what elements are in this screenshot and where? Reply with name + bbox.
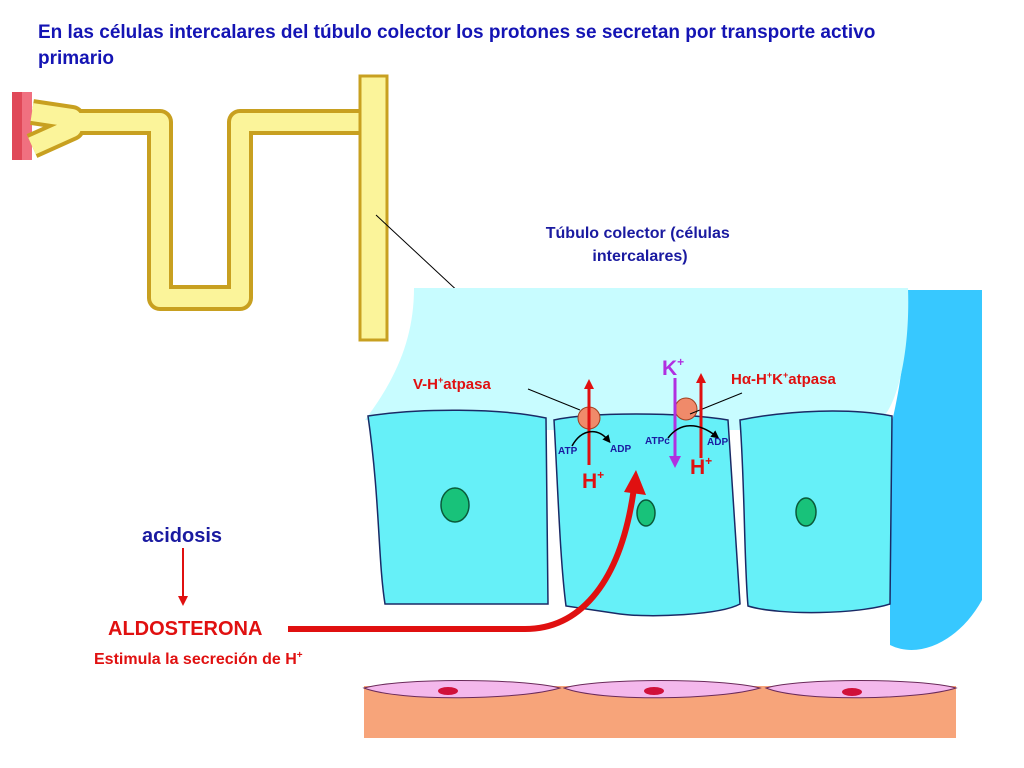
tubulo-label-line1: Túbulo colector (células bbox=[546, 225, 730, 242]
endothelial-nucleus-1 bbox=[438, 687, 458, 695]
endothelial-cell-3 bbox=[764, 680, 958, 699]
endothelial-nucleus-2 bbox=[644, 687, 664, 695]
acidosis-label: acidosis bbox=[142, 525, 222, 547]
aldosterona-effect-arrow bbox=[288, 487, 637, 632]
nucleus-middle bbox=[636, 499, 656, 527]
glomerulus-capillary bbox=[12, 92, 32, 160]
hk-atpasa-label: Hα-H+K+atpasa bbox=[731, 370, 836, 388]
atp-adp-arrow-2 bbox=[667, 425, 720, 439]
h-k-atpase-pump-icon bbox=[674, 397, 698, 421]
atp-label-1: ATP bbox=[558, 446, 578, 457]
v-atpasa-pointer bbox=[527, 388, 581, 411]
nucleus-left bbox=[440, 487, 470, 523]
hk-atpasa-pointer bbox=[689, 392, 743, 415]
endothelial-nucleus-3 bbox=[842, 688, 862, 696]
nephron-tubule-lumen bbox=[28, 103, 366, 307]
interstitium bbox=[890, 290, 982, 650]
adp-label-1: ADP bbox=[610, 444, 631, 455]
tubulo-label-line2: intercalares) bbox=[592, 248, 687, 265]
h-ion-label-2: H+ bbox=[690, 454, 712, 479]
nephron-tubule bbox=[26, 99, 366, 311]
aldosterona-effect-arrowhead bbox=[624, 470, 646, 495]
atp-adp-arrow-1 bbox=[571, 431, 611, 447]
estimula-label: Estimula la secreción de H+ bbox=[94, 650, 303, 668]
atp-label-2: ATPc bbox=[645, 436, 670, 447]
adp-label-2: ADP bbox=[707, 437, 728, 448]
v-atpasa-label: V-H+atpasa bbox=[413, 375, 491, 393]
page-title: En las células intercalares del túbulo c… bbox=[38, 22, 876, 69]
collecting-duct bbox=[358, 74, 389, 342]
tubular-lumen bbox=[365, 288, 909, 430]
h-ion-label-1: H+ bbox=[582, 468, 604, 493]
nucleus-right bbox=[795, 497, 817, 527]
endothelial-cell-1 bbox=[362, 680, 562, 699]
tubulo-label: Túbulo colector (células intercalares) bbox=[546, 225, 734, 265]
aldosterona-label: ALDOSTERONA bbox=[108, 618, 262, 640]
k-ion-label: K+ bbox=[662, 355, 684, 380]
